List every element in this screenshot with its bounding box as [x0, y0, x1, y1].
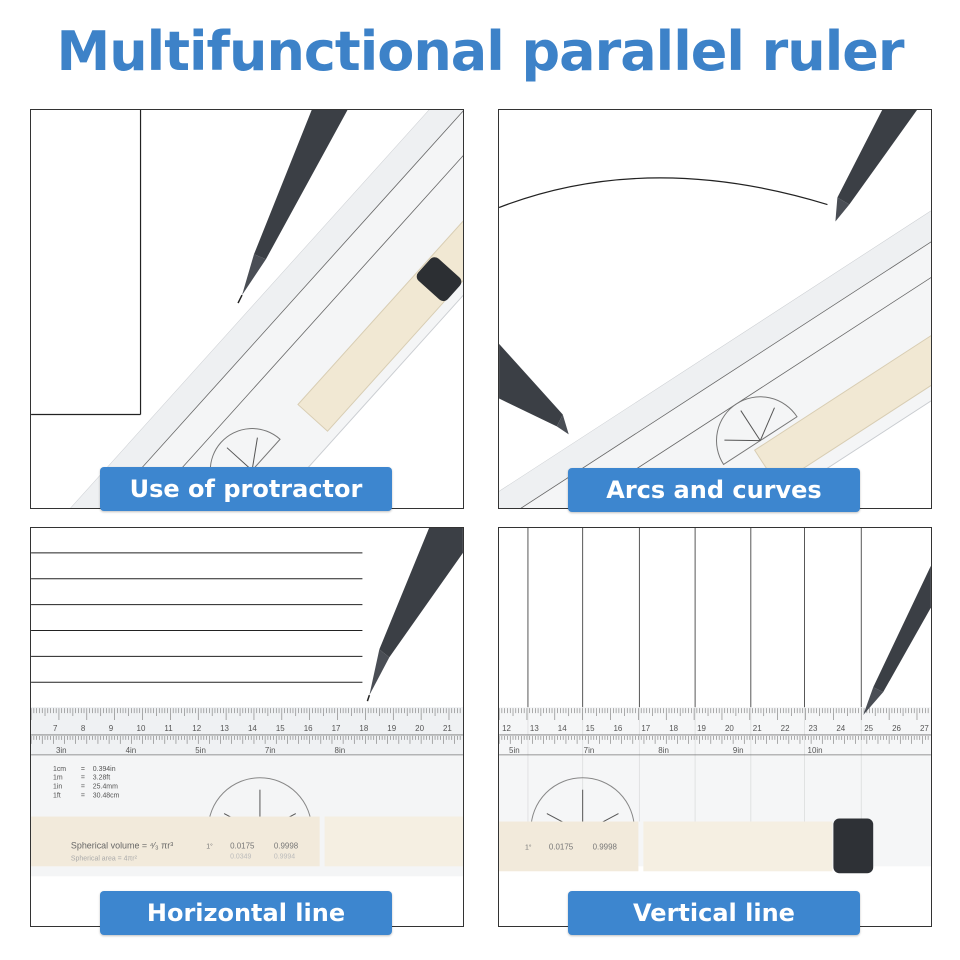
caption-horizontal-line: Horizontal line: [100, 891, 392, 935]
pen-icon: [237, 110, 348, 304]
caption-vertical-line: Vertical line: [568, 891, 860, 935]
svg-text:1°: 1°: [206, 842, 213, 850]
svg-text:9in: 9in: [733, 746, 744, 755]
svg-text:=: =: [81, 775, 85, 782]
svg-text:8: 8: [81, 724, 86, 733]
tube-cap: [833, 818, 874, 874]
pen-icon: [499, 343, 569, 435]
pen-icon: [863, 565, 931, 716]
svg-text:12: 12: [502, 724, 511, 733]
svg-text:1in: 1in: [53, 784, 62, 791]
svg-text:25: 25: [864, 724, 873, 733]
svg-text:19: 19: [697, 724, 706, 733]
svg-text:0.9998: 0.9998: [593, 842, 618, 851]
svg-text:14: 14: [558, 724, 567, 733]
svg-text:30.48cm: 30.48cm: [93, 793, 120, 800]
svg-text:8in: 8in: [335, 746, 346, 755]
protractor-icon: [716, 396, 798, 466]
svg-text:22: 22: [781, 724, 790, 733]
svg-text:16: 16: [304, 724, 313, 733]
svg-text:=: =: [81, 766, 85, 773]
svg-text:20: 20: [415, 724, 424, 733]
svg-text:7in: 7in: [265, 746, 276, 755]
svg-text:16: 16: [614, 724, 623, 733]
svg-text:0.0175: 0.0175: [549, 842, 574, 851]
protractor-illustration: [31, 110, 463, 508]
svg-text:15: 15: [276, 724, 285, 733]
svg-text:1°: 1°: [525, 843, 532, 851]
svg-text:21: 21: [443, 724, 452, 733]
horizontal-illustration: 7 8 9 10 11 12 13 14 15 16 17 18 19 20 21 3in 4in 5in 7in…: [31, 528, 463, 877]
svg-text:20: 20: [725, 724, 734, 733]
svg-text:23: 23: [809, 724, 818, 733]
svg-text:3in: 3in: [56, 746, 67, 755]
svg-text:5in: 5in: [509, 746, 520, 755]
caption-arcs-and-curves: Arcs and curves: [568, 468, 860, 512]
arcs-illustration: [499, 110, 931, 508]
svg-text:12: 12: [192, 724, 201, 733]
panel-arcs-and-curves: [498, 109, 932, 509]
vertical-illustration: 12 13 14 15 16 17 18 19 20 21 22 23 24 25 26 27 5in 7in 8…: [499, 528, 931, 874]
tube-label: [31, 816, 320, 867]
svg-text:8in: 8in: [658, 746, 669, 755]
pen-icon: [835, 110, 917, 222]
svg-text:9: 9: [109, 724, 114, 733]
panel-vertical-line: 12 13 14 15 16 17 18 19 20 21 22 23 24 25 26 27 5in 7in 8…: [498, 527, 932, 927]
svg-text:13: 13: [220, 724, 229, 733]
svg-text:17: 17: [641, 724, 650, 733]
svg-text:13: 13: [530, 724, 539, 733]
svg-text:10in: 10in: [808, 746, 823, 755]
svg-text:17: 17: [332, 724, 341, 733]
svg-text:1ft: 1ft: [53, 793, 61, 800]
svg-text:25.4mm: 25.4mm: [93, 784, 118, 791]
formula-volume: Spherical volume = ⁴⁄₃ πr³: [71, 840, 173, 850]
svg-text:24: 24: [836, 724, 845, 733]
svg-text:4in: 4in: [126, 746, 137, 755]
svg-text:Spherical area = 4πr²: Spherical area = 4πr²: [71, 855, 138, 862]
svg-text:10: 10: [137, 724, 146, 733]
svg-text:1cm: 1cm: [53, 766, 66, 773]
svg-text:19: 19: [387, 724, 396, 733]
svg-text:7in: 7in: [584, 746, 595, 755]
svg-text:18: 18: [669, 724, 678, 733]
svg-text:0.394in: 0.394in: [93, 766, 116, 773]
svg-text:1m: 1m: [53, 775, 63, 782]
svg-text:5in: 5in: [195, 746, 206, 755]
pen-icon: [366, 528, 463, 702]
svg-text:3.28ft: 3.28ft: [93, 775, 110, 782]
panel-horizontal-line: 7 8 9 10 11 12 13 14 15 16 17 18 19 20 21 3in 4in 5in 7in…: [30, 527, 464, 927]
svg-text:11: 11: [164, 724, 173, 733]
svg-text:26: 26: [892, 724, 901, 733]
svg-text:7: 7: [53, 724, 58, 733]
svg-text:0.0349: 0.0349: [230, 853, 251, 860]
svg-text:0.9994: 0.9994: [274, 853, 295, 860]
svg-text:15: 15: [586, 724, 595, 733]
svg-text:21: 21: [753, 724, 762, 733]
panel-protractor: [30, 109, 464, 509]
svg-text:0.0175: 0.0175: [230, 841, 255, 850]
svg-text:0.9998: 0.9998: [274, 841, 299, 850]
page-title: Multifunctional parallel ruler: [56, 20, 905, 83]
svg-text:27: 27: [920, 724, 929, 733]
svg-text:14: 14: [248, 724, 257, 733]
svg-text:=: =: [81, 793, 85, 800]
caption-use-of-protractor: Use of protractor: [100, 467, 392, 511]
svg-text:18: 18: [359, 724, 368, 733]
svg-text:=: =: [81, 784, 85, 791]
